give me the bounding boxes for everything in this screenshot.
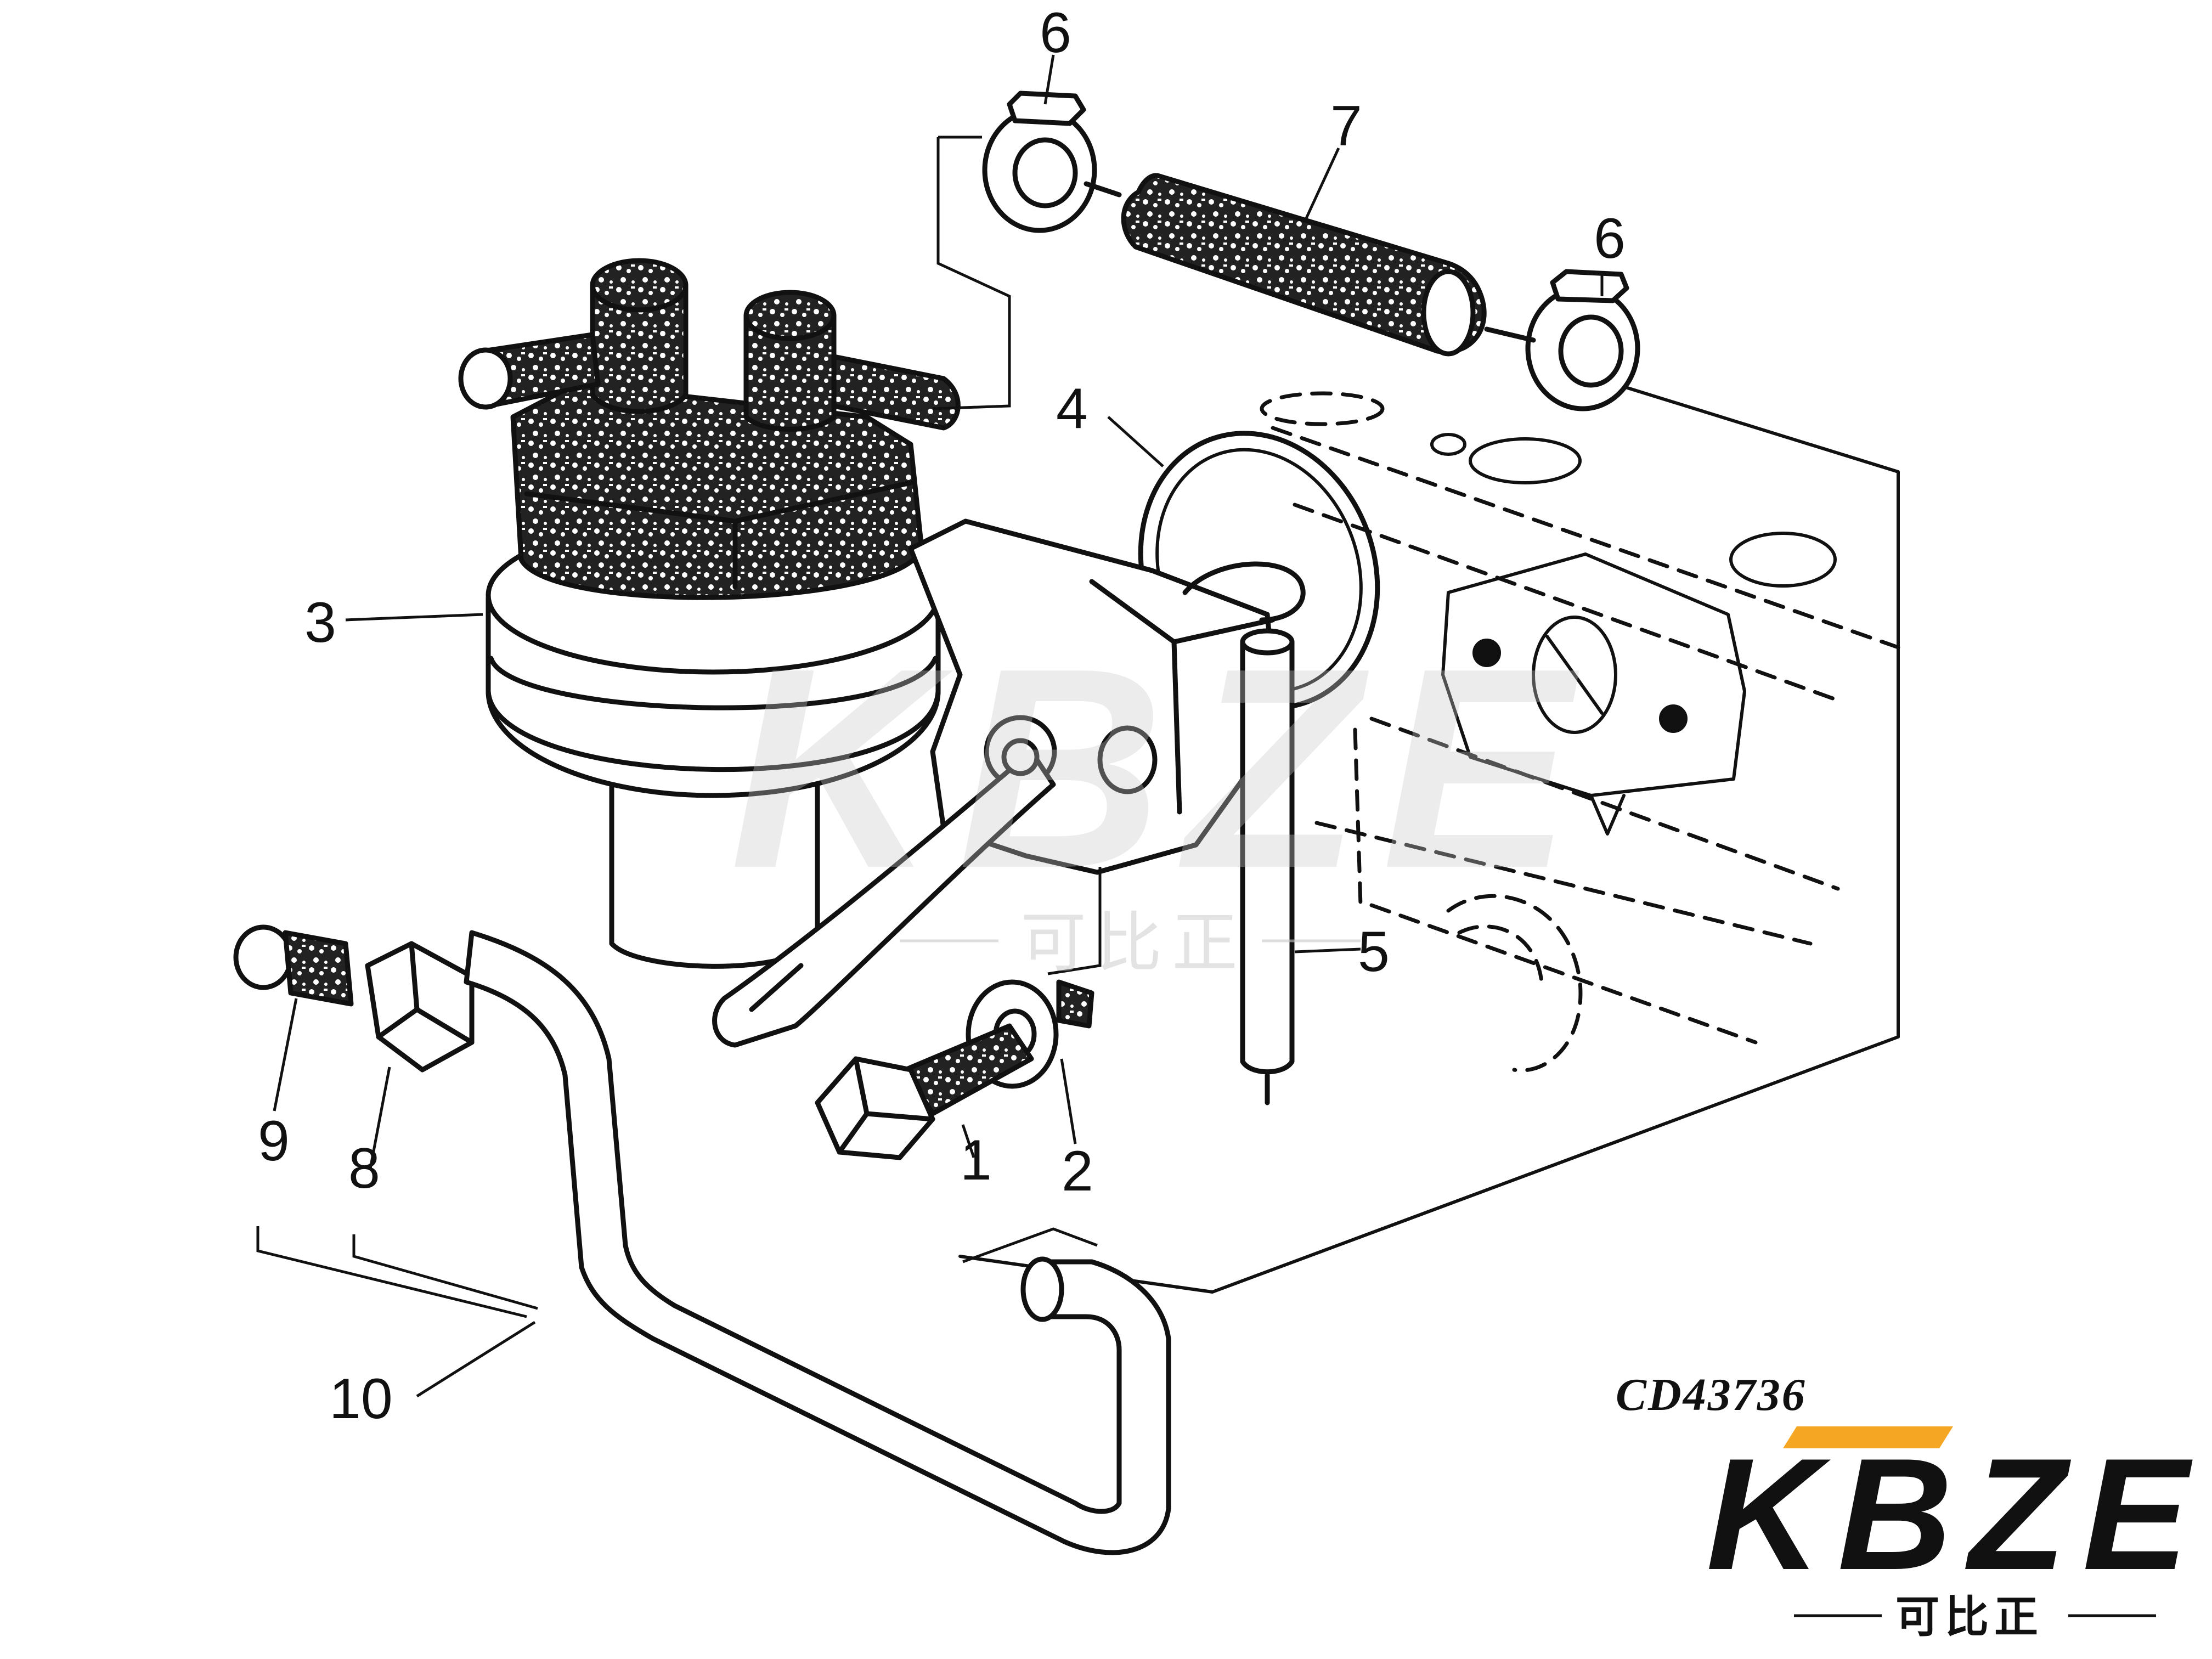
- part-9-fitting: [233, 924, 354, 1007]
- watermark-subtitle: 可比正: [1020, 905, 1248, 981]
- callout-5: 5: [1358, 920, 1390, 984]
- figure-id: CD43736: [1616, 1369, 1807, 1420]
- part-6-clamp-right: [1525, 269, 1640, 411]
- logo-subtitle: 可比正: [1895, 1592, 2044, 1643]
- part-10-fuel-line: [464, 930, 1171, 1555]
- callout-9: 9: [258, 1109, 290, 1173]
- callout-4: 4: [1056, 377, 1088, 441]
- callout-8: 8: [348, 1137, 380, 1200]
- part-1-bolt: [815, 1023, 1034, 1160]
- logo-brand: KBZE: [1706, 1425, 2205, 1603]
- kbze-logo: KBZE 可比正: [1706, 1425, 2205, 1643]
- part-7-hose: [1121, 173, 1487, 357]
- callout-10: 10: [329, 1367, 393, 1431]
- watermark-brand: KBZE: [730, 609, 1594, 928]
- callout-6-top: 6: [1040, 1, 1071, 65]
- callout-7: 7: [1330, 94, 1362, 158]
- part-8-nut: [365, 941, 475, 1073]
- callout-3: 3: [304, 591, 336, 654]
- center-watermark: KBZE 可比正: [730, 609, 1594, 981]
- callout-6-right: 6: [1594, 207, 1626, 270]
- block-mounting-flange: [1441, 552, 1746, 836]
- part-3-fuel-pump: [458, 258, 1306, 1048]
- leader-lines: [256, 54, 1604, 1398]
- part-6-clamp-top: [982, 91, 1097, 233]
- callout-1: 1: [960, 1128, 992, 1192]
- callout-2: 2: [1062, 1139, 1093, 1203]
- part-5-push-rod: [1240, 628, 1295, 1105]
